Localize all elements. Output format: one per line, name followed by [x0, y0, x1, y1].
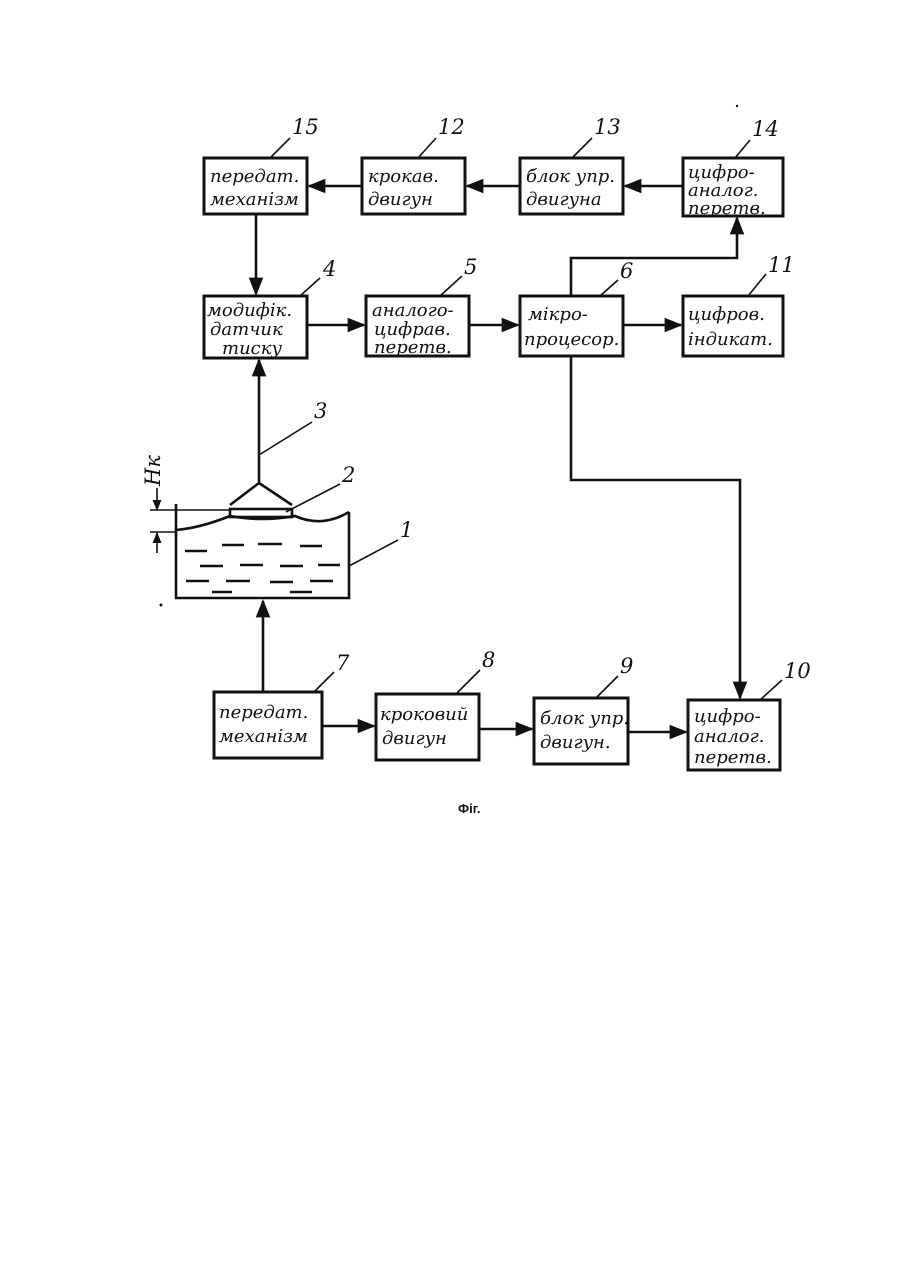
svg-text:перетв.: перетв.: [694, 747, 772, 768]
svg-text:кроковий: кроковий: [380, 704, 468, 725]
svg-text:аналог.: аналог.: [694, 726, 764, 747]
block-5-adc: аналого- цифрав. перетв.: [366, 296, 469, 358]
block-10-dac: цифро- аналог. перетв.: [688, 700, 780, 770]
svg-text:перетв.: перетв.: [374, 337, 452, 358]
svg-text:1: 1: [400, 518, 413, 542]
svg-text:15: 15: [292, 115, 319, 139]
svg-text:12: 12: [438, 115, 465, 139]
svg-text:блок упр.: блок упр.: [526, 166, 615, 187]
scan-dot: [160, 604, 163, 607]
svg-text:5: 5: [464, 255, 477, 279]
arrow-6-to-14: [571, 218, 737, 296]
block-8-stepper-motor: кроковий двигун: [376, 694, 479, 760]
svg-text:мікро-: мікро-: [528, 304, 588, 325]
svg-text:аналого-: аналого-: [372, 300, 454, 321]
block-9-motor-control-unit: блок упр. двигун.: [534, 698, 629, 764]
svg-text:передат.: передат.: [210, 166, 299, 187]
block-15-transmission-mechanism: передат. механізм: [204, 158, 307, 214]
svg-text:8: 8: [482, 648, 495, 672]
svg-text:механізм: механізм: [210, 189, 299, 210]
block-11-digital-indicator: цифров. індикат.: [683, 296, 783, 356]
svg-text:14: 14: [752, 117, 779, 141]
block-13-motor-control-unit: блок упр. двигуна: [520, 158, 623, 214]
svg-text:двигун: двигун: [382, 728, 447, 749]
svg-text:цифров.: цифров.: [688, 304, 765, 325]
block-12-stepper-motor: крокав. двигун: [362, 158, 465, 214]
svg-text:2: 2: [341, 463, 355, 487]
svg-text:13: 13: [594, 115, 621, 139]
svg-text:цифро-: цифро-: [694, 706, 761, 727]
block-4-pressure-sensor: модифік. датчик тиску: [204, 296, 307, 359]
svg-text:крокав.: крокав.: [368, 166, 439, 187]
svg-text:9: 9: [620, 654, 633, 678]
scan-dot: [736, 105, 738, 107]
svg-text:датчик: датчик: [210, 319, 283, 340]
float-probe: [230, 483, 292, 517]
svg-text:тиску: тиску: [222, 338, 282, 359]
svg-text:механізм: механізм: [219, 726, 308, 747]
height-label: Hк: [141, 455, 165, 487]
block-7-transmission-mechanism: передат. механізм: [214, 692, 322, 758]
svg-text:двигун.: двигун.: [540, 732, 611, 753]
svg-text:індикат.: індикат.: [688, 329, 773, 350]
arrow-6-to-10: [571, 356, 740, 698]
block-14-dac: цифро- аналог. перетв.: [683, 158, 783, 219]
svg-text:7: 7: [336, 651, 350, 675]
svg-text:процесор.: процесор.: [524, 329, 619, 350]
svg-text:модифік.: модифік.: [207, 300, 292, 321]
svg-text:10: 10: [784, 659, 811, 683]
block-6-microprocessor: мікро- процесор.: [520, 296, 623, 356]
svg-text:блок упр.: блок упр.: [540, 708, 629, 729]
svg-text:6: 6: [620, 259, 633, 283]
svg-text:4: 4: [322, 257, 336, 281]
svg-text:3: 3: [314, 399, 327, 423]
svg-text:двигуна: двигуна: [526, 189, 602, 210]
svg-text:передат.: передат.: [219, 702, 308, 723]
svg-text:двигун: двигун: [368, 189, 433, 210]
height-dimension: Hк: [141, 455, 230, 553]
svg-text:11: 11: [768, 253, 795, 277]
svg-text:перетв.: перетв.: [688, 198, 766, 219]
figure-caption: Фіг.: [458, 801, 480, 816]
